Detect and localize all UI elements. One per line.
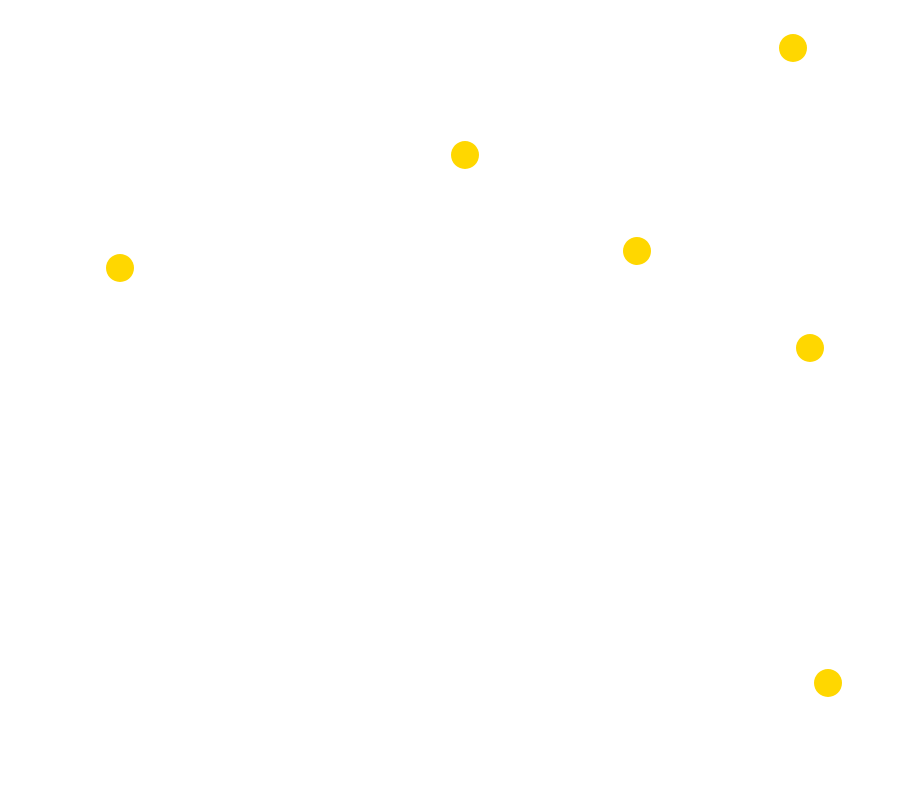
yellow-dot <box>451 141 479 169</box>
yellow-dot <box>796 334 824 362</box>
yellow-dot <box>779 34 807 62</box>
yellow-dot <box>814 669 842 697</box>
yellow-dot <box>623 237 651 265</box>
yellow-dot <box>106 254 134 282</box>
